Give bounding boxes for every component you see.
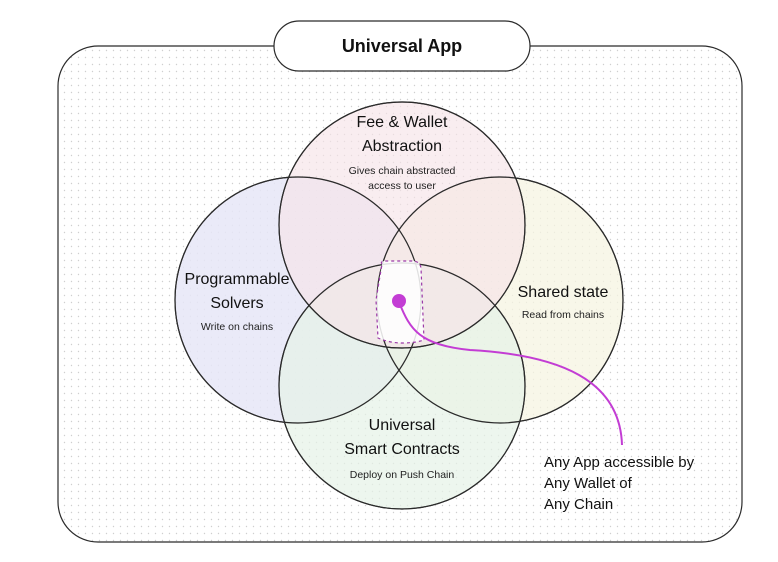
solvers-title-2: Solvers: [210, 295, 263, 312]
fee-wallet-title-1: Fee & Wallet: [357, 114, 449, 131]
contracts-sub-1: Deploy on Push Chain: [350, 469, 455, 481]
callout-connector: [398, 301, 623, 446]
solvers-title-1: Programmable: [185, 271, 290, 288]
contracts-title-2: Smart Contracts: [344, 441, 460, 458]
contracts-title-1: Universal: [369, 417, 436, 434]
shared-state-title: Shared state: [518, 284, 609, 301]
fee-wallet-title-2: Abstraction: [362, 138, 442, 155]
fee-wallet-sub-1: Gives chain abstracted: [349, 165, 456, 177]
title-pill: [273, 20, 531, 72]
callout-dot: [392, 294, 406, 308]
fee-wallet-sub-2: access to user: [368, 180, 436, 192]
page-title: Universal App: [342, 36, 462, 56]
shared-state-sub: Read from chains: [522, 309, 604, 321]
callout-line-2: Any Wallet of: [544, 475, 633, 492]
solvers-sub-1: Write on chains: [201, 321, 273, 333]
callout-line-3: Any Chain: [544, 496, 613, 513]
callout-line-1: Any App accessible by: [544, 454, 695, 471]
